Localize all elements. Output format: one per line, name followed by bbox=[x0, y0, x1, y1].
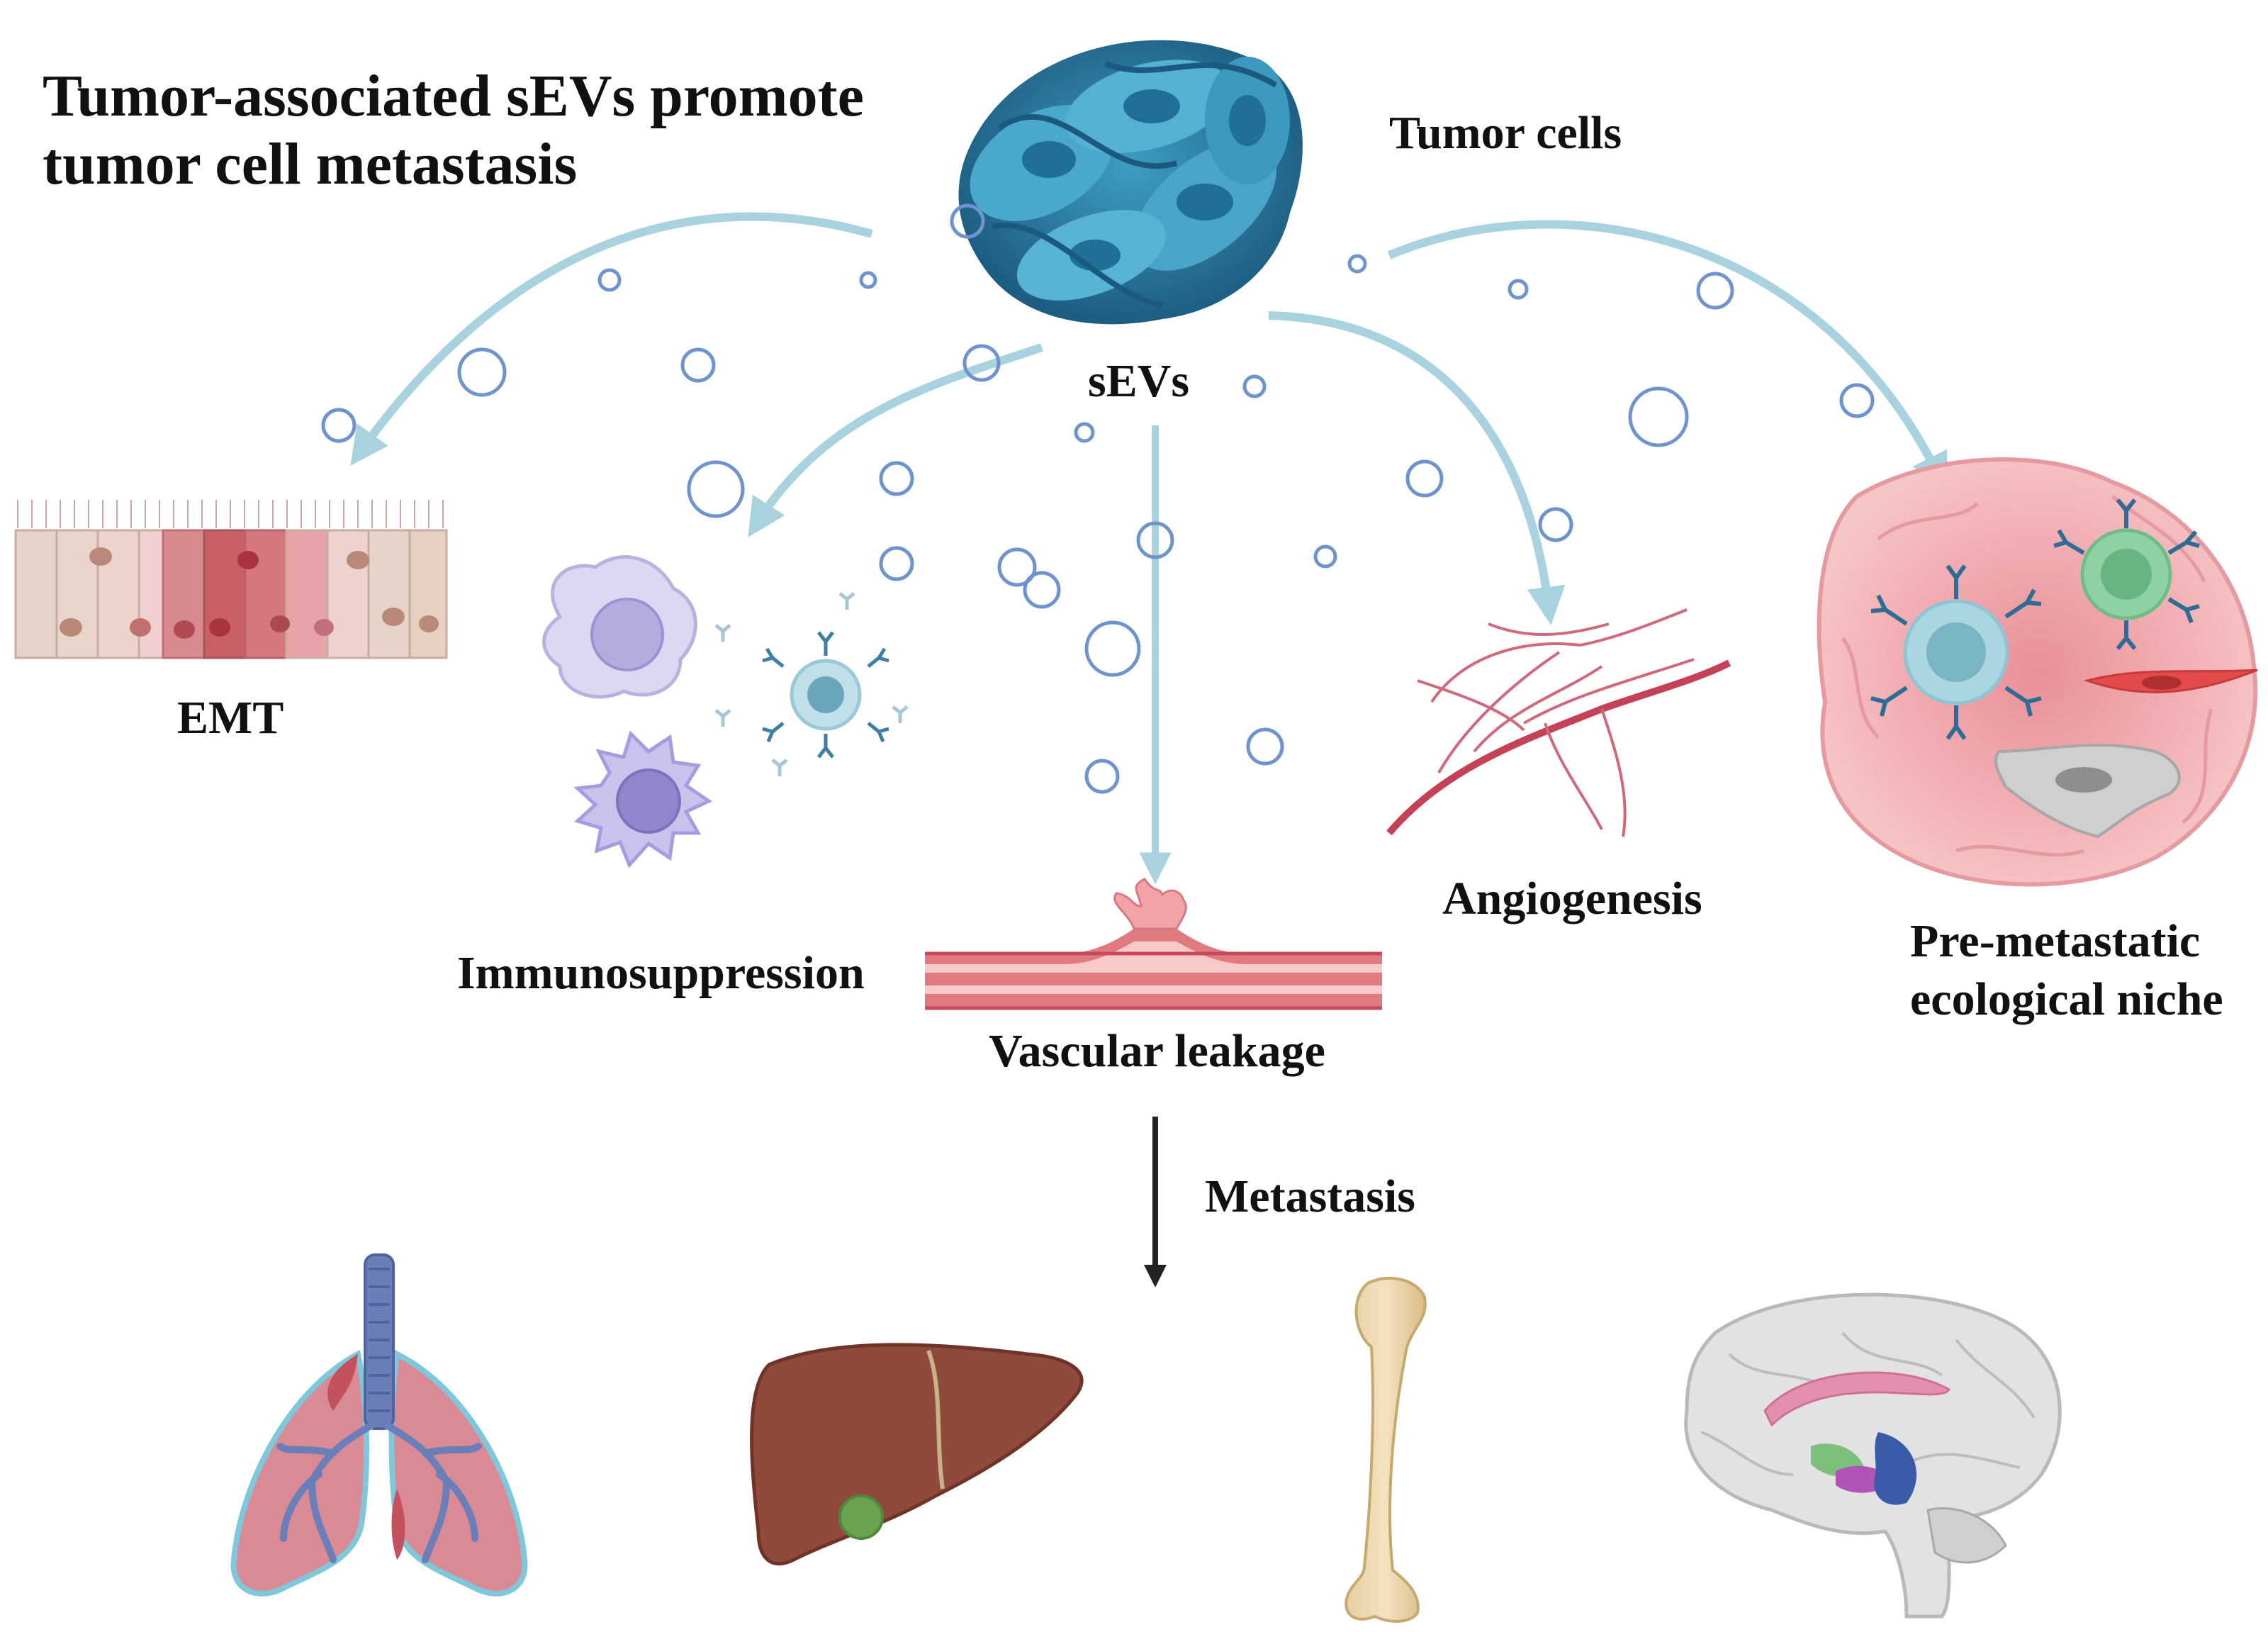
pre-metastatic-arrow bbox=[1387, 220, 1948, 493]
sevs-label: sEVs bbox=[1088, 355, 1190, 407]
emt-label: EMT bbox=[177, 692, 284, 744]
sev-bubbles bbox=[321, 203, 1875, 794]
epithelial-cells-icon bbox=[14, 500, 448, 659]
vascular-leakage-label: Vascular leakage bbox=[989, 1025, 1325, 1077]
metastasis-label: Metastasis bbox=[1205, 1170, 1415, 1222]
angiogenesis-vessels-icon bbox=[1386, 608, 1731, 837]
pre-metastatic-niche-icon bbox=[1817, 457, 2258, 887]
ecological-niche-label: ecological niche bbox=[1910, 973, 2223, 1025]
tumor-cell-cluster-icon bbox=[958, 40, 1303, 325]
blood-vessel-leak-icon bbox=[925, 878, 1382, 1010]
bone-icon bbox=[1344, 1277, 1427, 1623]
pre-metastatic-label: Pre-metastatic bbox=[1910, 915, 2201, 967]
liver-icon bbox=[750, 1343, 1084, 1566]
angiogenesis-arrow bbox=[1268, 311, 1566, 625]
angiogenesis-label: Angiogenesis bbox=[1442, 873, 1702, 924]
immune-cells-icon bbox=[542, 555, 909, 868]
immunosuppression-label: Immunosuppression bbox=[457, 947, 865, 999]
tumor-cells-label: Tumor cells bbox=[1389, 107, 1622, 159]
page-title: Tumor-associated sEVs promote tumor cell… bbox=[43, 63, 864, 197]
brain-icon bbox=[1684, 1292, 2062, 1619]
emt-arrow bbox=[350, 212, 873, 466]
lungs-icon bbox=[230, 1253, 528, 1597]
